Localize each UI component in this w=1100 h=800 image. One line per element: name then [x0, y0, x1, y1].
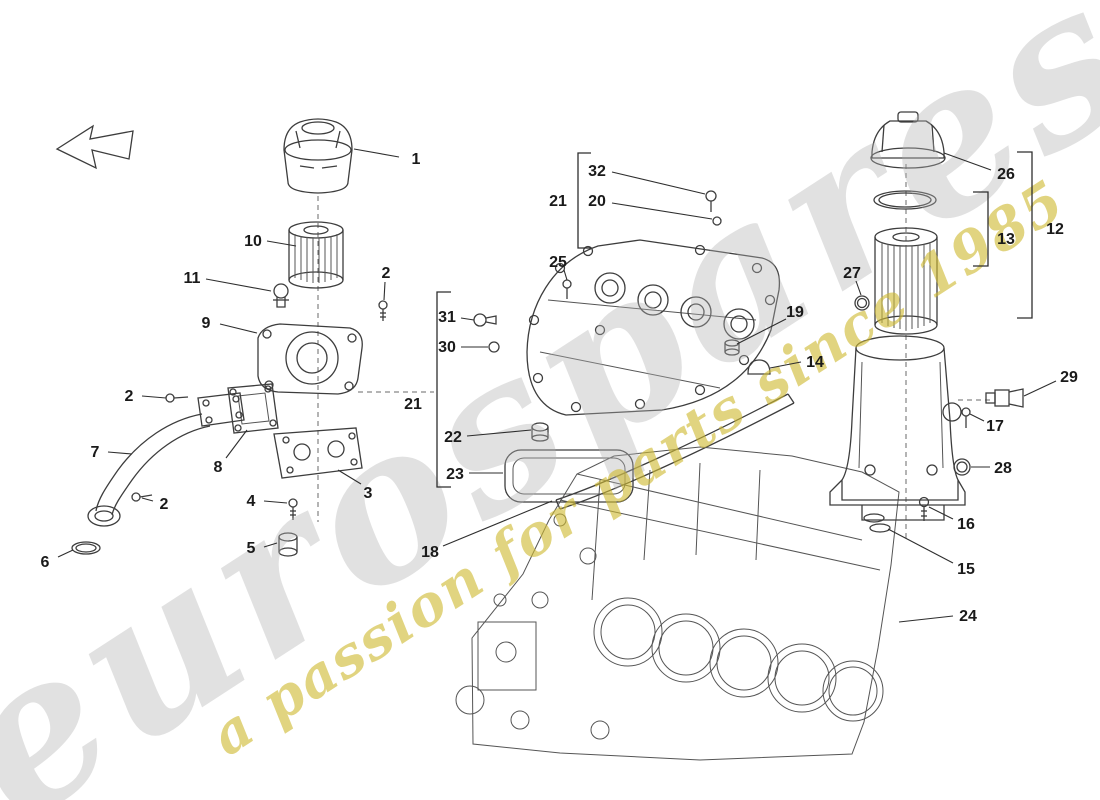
o-ring-part28	[953, 458, 971, 476]
part-label-25: 25	[549, 254, 567, 271]
part-label-19: 19	[786, 304, 804, 321]
part-label-4: 4	[247, 493, 256, 510]
o-rings-part15	[863, 513, 891, 533]
part-label-31: 31	[438, 309, 456, 326]
part-label-3: 3	[364, 485, 373, 502]
leader-line-2	[141, 497, 154, 502]
bolt-part17	[961, 407, 971, 428]
oil-filter-bracket-housing	[829, 335, 966, 521]
part-label-30: 30	[438, 339, 456, 356]
part-label-2: 2	[382, 265, 391, 282]
plug-part5	[278, 532, 298, 557]
group-bracket-21	[577, 152, 591, 249]
leader-line-7	[107, 451, 133, 455]
part-label-21: 21	[549, 193, 567, 210]
filter-element-right	[874, 227, 938, 335]
part-label-24: 24	[959, 608, 977, 625]
part-label-17: 17	[986, 418, 1004, 435]
part-label-26: 26	[997, 166, 1015, 183]
group-bracket-21	[436, 291, 451, 488]
leader-line-31	[460, 317, 475, 321]
part-label-12: 12	[1046, 221, 1064, 238]
seal-part20	[712, 216, 722, 226]
part-label-28: 28	[994, 460, 1012, 477]
leader-line-20	[611, 202, 713, 220]
leader-line-14	[769, 361, 802, 369]
cylinder-head-cover	[526, 239, 781, 416]
part-label-21: 21	[404, 396, 422, 413]
seal-part14	[747, 359, 771, 375]
oil-pressure-switch-part29	[985, 388, 1024, 408]
part-label-22: 22	[444, 429, 462, 446]
part-label-20: 20	[588, 193, 606, 210]
leader-line-11	[205, 278, 272, 292]
group-bracket-13	[973, 191, 989, 267]
oil-filter-element-part10	[288, 221, 344, 289]
part-label-29: 29	[1060, 369, 1078, 386]
leader-line-2	[141, 395, 167, 399]
flange-plate-part8	[227, 383, 279, 434]
leader-line-22	[466, 429, 532, 437]
leader-line-19	[736, 318, 787, 345]
direction-arrow-icon	[55, 124, 134, 170]
part-label-6: 6	[41, 554, 50, 571]
o-ring-part13	[873, 190, 937, 210]
part-label-11: 11	[184, 270, 201, 287]
leader-line-6	[57, 549, 74, 558]
engine-block-part24	[455, 446, 900, 761]
bolt-part2-top	[378, 300, 388, 321]
leader-line-9	[219, 323, 258, 334]
group-bracket-12	[1017, 151, 1033, 319]
o-ring-part6	[71, 541, 101, 555]
leader-line-26	[943, 152, 992, 171]
part-label-18: 18	[421, 544, 439, 561]
part-label-10: 10	[244, 233, 262, 250]
part-label-8: 8	[214, 459, 223, 476]
leader-line-3	[337, 469, 362, 485]
part-label-15: 15	[957, 561, 975, 578]
oil-pressure-sensor-part11	[273, 283, 289, 308]
part-label-2: 2	[125, 388, 134, 405]
o-ring-part27	[854, 295, 870, 311]
filter-cap-part26	[870, 111, 946, 169]
part-label-14: 14	[806, 354, 824, 371]
sensor-part32	[705, 190, 717, 212]
plug-part22	[531, 422, 549, 442]
leader-line-8	[225, 429, 248, 459]
part-label-9: 9	[202, 315, 211, 332]
leader-line-5	[263, 542, 278, 548]
leader-line-32	[611, 171, 706, 195]
part-label-5: 5	[247, 540, 256, 557]
bolt-part2-lower	[131, 492, 153, 502]
bolt-part16	[918, 496, 930, 521]
leader-line-2	[383, 281, 386, 301]
leader-line-27	[855, 280, 862, 296]
leader-line-18	[442, 500, 553, 547]
part-label-1: 1	[412, 151, 421, 168]
part-label-7: 7	[91, 444, 100, 461]
leader-line-15	[887, 528, 954, 564]
leader-line-10	[266, 240, 297, 247]
leader-line-16	[928, 506, 954, 520]
leader-line-29	[1023, 380, 1057, 397]
leader-line-4	[263, 500, 288, 504]
part-label-23: 23	[446, 466, 464, 483]
oil-filter-housing-part9	[257, 323, 363, 395]
part-label-13: 13	[997, 231, 1015, 248]
leader-line-1	[353, 148, 400, 158]
o-ring-part30	[488, 341, 500, 353]
part-label-16: 16	[957, 516, 975, 533]
part-label-32: 32	[588, 163, 606, 180]
gasket-part3	[273, 427, 363, 479]
leader-line-25	[563, 269, 568, 281]
leader-line-17	[969, 413, 985, 422]
part-label-2: 2	[160, 496, 169, 513]
oil-filter-cap-part1	[283, 118, 353, 194]
oil-pipe-part7	[87, 392, 245, 527]
bolt-part4	[288, 498, 298, 520]
part-label-27: 27	[843, 265, 861, 282]
leader-line-24	[898, 615, 954, 623]
